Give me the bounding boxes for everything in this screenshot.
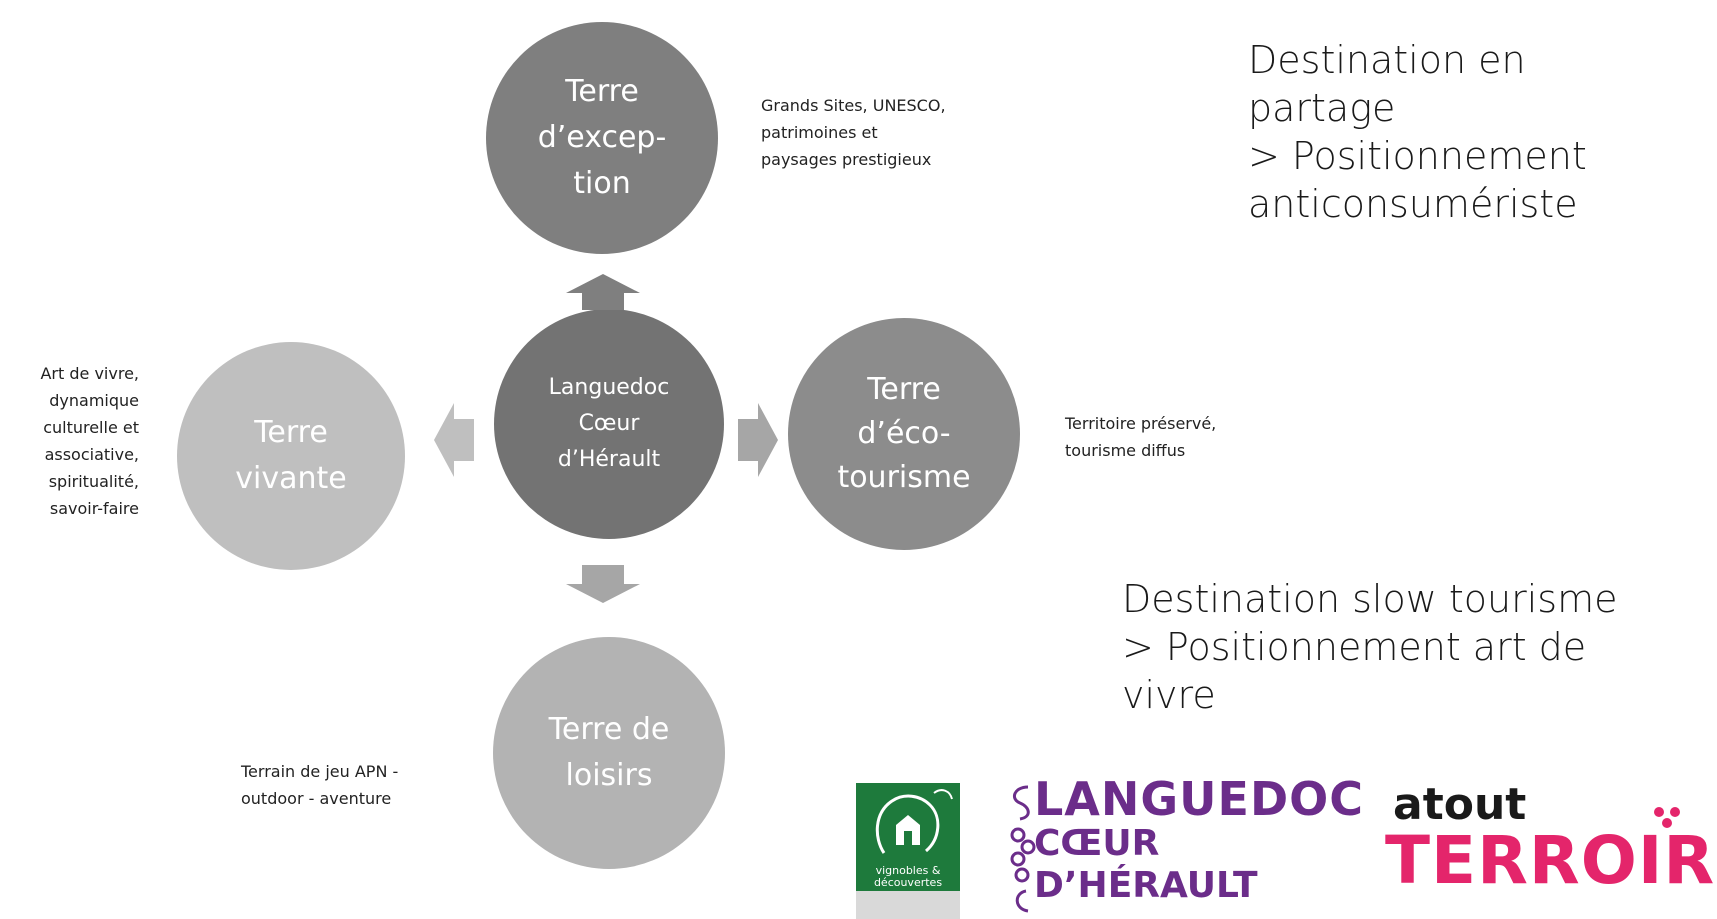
arrow-left-icon: [434, 403, 474, 477]
description-terre-loisirs: Terrain de jeu APN - outdoor - aventure: [241, 762, 399, 808]
node-languedoc-center-label: Languedoc Cœur d’Hérault: [548, 375, 670, 472]
languedoc-logo-line3: D’HÉRAULT: [1034, 865, 1258, 906]
note-destination-partage: Destination en partage > Positionnement …: [1248, 38, 1587, 226]
description-terre-exception: Grands Sites, UNESCO, patrimoines et pay…: [761, 96, 946, 169]
node-terre-exception-label: Terre d’excep- tion: [537, 74, 667, 201]
atout-logo-line1: atout: [1393, 779, 1527, 830]
note-destination-slow-tourisme: Destination slow tourisme > Positionneme…: [1122, 577, 1618, 717]
node-terre-exception: Terre d’excep- tion: [486, 22, 718, 254]
node-terre-loisirs: Terre de loisirs: [493, 637, 725, 869]
atout-logo-line2: TERROIR: [1385, 822, 1716, 899]
node-terre-ecotourisme-label: Terre d’éco- tourisme: [837, 372, 971, 495]
vignobles-logo-strip: [856, 891, 960, 919]
arrow-right-icon: [738, 403, 778, 477]
description-terre-ecotourisme: Territoire préservé, tourisme diffus: [1065, 414, 1217, 460]
arrow-down-icon: [566, 565, 640, 603]
description-terre-vivante: Art de vivre, dynamique culturelle et as…: [40, 364, 139, 518]
vine-swirl-icon: [1010, 785, 1036, 913]
atout-terroir-logo: atout TERROIR: [1381, 780, 1717, 919]
vine-house-icon: [875, 789, 953, 854]
node-terre-ecotourisme: Terre d’éco- tourisme: [788, 318, 1020, 550]
node-terre-vivante: Terre vivante: [177, 342, 405, 570]
vignobles-logo-text: vignobles & découvertes: [873, 864, 943, 889]
vignobles-decouvertes-logo: vignobles & découvertes: [856, 783, 960, 919]
grape-dots-icon: [1654, 807, 1680, 828]
languedoc-logo-line1: LANGUEDOC: [1034, 772, 1364, 826]
node-languedoc-center: Languedoc Cœur d’Hérault: [494, 309, 724, 539]
arrow-up-icon: [566, 274, 640, 310]
node-terre-vivante-label: Terre vivante: [235, 415, 347, 496]
languedoc-coeur-herault-logo: LANGUEDOC CŒUR D’HÉRAULT: [1006, 773, 1363, 919]
node-terre-loisirs-label: Terre de loisirs: [548, 712, 670, 793]
languedoc-logo-line2: CŒUR: [1034, 823, 1160, 864]
